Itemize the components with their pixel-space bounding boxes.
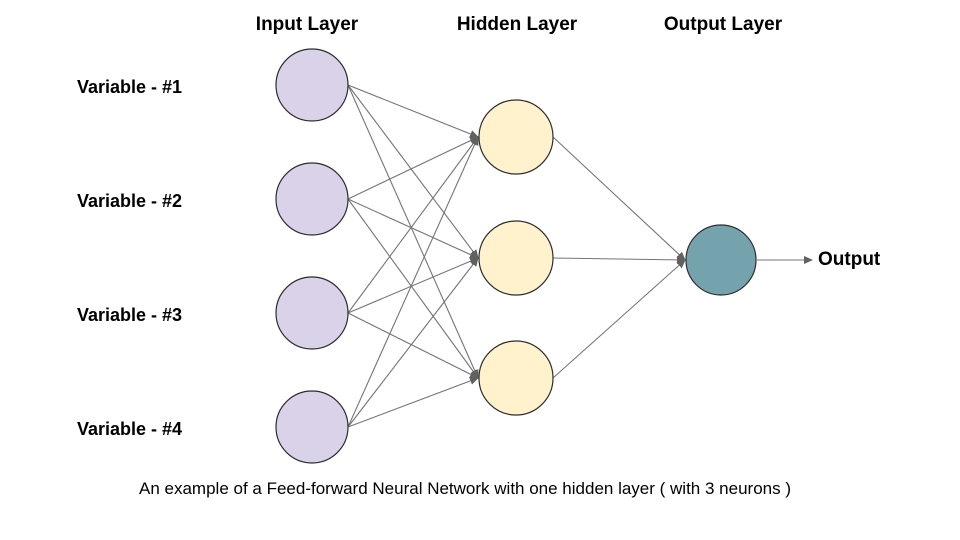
edge-input-4-to-hidden-2 (347, 257, 479, 428)
input-1-node (275, 48, 349, 122)
output-arrow-label: Output (818, 249, 881, 270)
edge-input-1-to-hidden-3 (347, 84, 479, 379)
edge-hidden-2-to-output-1 (552, 255, 686, 264)
input-node-label-4: Variable - #4 (77, 419, 183, 439)
edge-input-2-to-hidden-3 (347, 198, 479, 379)
edge-input-3-to-hidden-3 (347, 312, 479, 379)
edges-group (347, 84, 813, 428)
hidden-1-node (478, 99, 554, 175)
edge-input-2-to-hidden-2 (347, 198, 479, 259)
nodes-group (275, 48, 757, 464)
edge-hidden-1-to-output-1 (552, 136, 686, 261)
edge-input-4-to-hidden-1 (347, 136, 479, 428)
input-3-node (275, 276, 349, 350)
header-hidden-layer: Hidden Layer (456, 14, 578, 35)
hidden-3-node (478, 340, 554, 416)
input-4-node (275, 390, 349, 464)
edge-input-4-to-hidden-3 (347, 377, 479, 428)
input-node-label-2: Variable - #2 (77, 191, 183, 211)
edge-hidden-3-to-output-1 (552, 259, 686, 379)
output-1-node (685, 224, 757, 296)
caption: An example of a Feed-forward Neural Netw… (139, 479, 791, 498)
input-node-label-1: Variable - #1 (77, 77, 183, 97)
edge-input-1-to-hidden-2 (347, 84, 479, 259)
input-node-label-3: Variable - #3 (77, 305, 183, 325)
header-output-layer: Output Layer (663, 14, 783, 35)
input-2-node (275, 162, 349, 236)
edge-input-2-to-hidden-1 (347, 136, 479, 200)
edge-input-3-to-hidden-2 (347, 257, 479, 314)
edge-input-3-to-hidden-1 (347, 136, 479, 314)
header-input-layer: Input Layer (255, 14, 359, 35)
edge-input-1-to-hidden-1 (347, 84, 479, 138)
hidden-2-node (478, 220, 554, 296)
